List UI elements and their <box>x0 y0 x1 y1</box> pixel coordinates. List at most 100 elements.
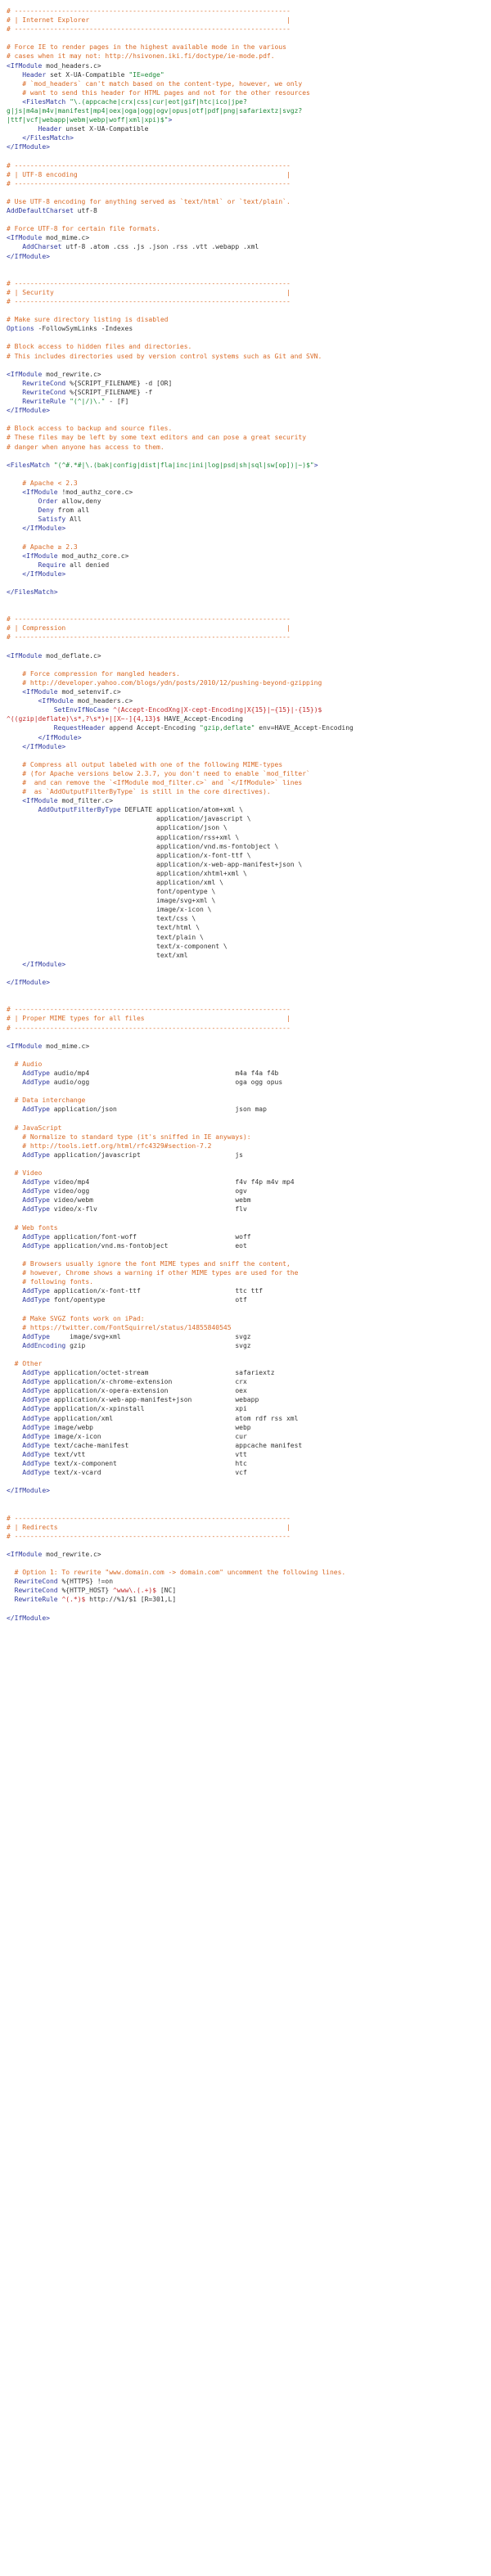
comment-token: # Force compression for mangled headers. <box>7 669 180 678</box>
text-token <box>7 1587 15 1594</box>
code-line: AddType text/x-vcard vcf <box>7 1468 491 1477</box>
text-token: all denied <box>65 561 110 569</box>
tag-token: </IfModule> <box>38 733 82 741</box>
tag-token: <IfModule <box>22 488 58 496</box>
text-token <box>7 743 22 750</box>
code-line <box>7 333 491 342</box>
code-line: # --------------------------------------… <box>7 1532 491 1541</box>
code-line <box>7 1114 491 1123</box>
text-token: - [F] <box>105 398 129 406</box>
code-line: # (for Apache versions below 2.3.7, you … <box>7 769 491 778</box>
code-line <box>7 1033 491 1042</box>
text-token: application/x-font-ttf ttc ttf <box>49 1287 264 1295</box>
text-token <box>7 98 22 106</box>
comment-token: # --------------------------------------… <box>7 298 291 305</box>
code-line <box>7 452 491 461</box>
text-token: text/xml <box>7 951 188 959</box>
text-token: -FollowSymLinks -Indexes <box>34 325 133 333</box>
tag-token: <IfModule <box>22 688 58 696</box>
code-line <box>7 361 491 370</box>
code-line <box>7 1559 491 1568</box>
code-line: application/vnd.ms-fontobject \ <box>7 842 491 851</box>
tag-token: <IfModule <box>22 552 58 560</box>
code-line: image/x-icon \ <box>7 905 491 914</box>
code-line: </IfModule> <box>7 406 491 415</box>
directive-token: AddCharset <box>22 243 62 251</box>
text-token: application/x-web-app-manifest+json weba… <box>49 1396 259 1404</box>
text-token <box>7 398 22 405</box>
text-token <box>7 1396 22 1403</box>
code-line <box>7 987 491 996</box>
code-line <box>7 1051 491 1060</box>
code-line <box>7 415 491 424</box>
directive-token: RewriteCond <box>22 388 66 396</box>
code-line: # Other <box>7 1359 491 1368</box>
directive-token: AddType <box>22 1287 50 1295</box>
text-token: unset X-UA-Compatible <box>61 125 149 133</box>
code-line: # `mod_headers` can't match based on the… <box>7 79 491 88</box>
tag-token: <IfModule <box>7 651 43 660</box>
tag-token: </FilesMatch> <box>22 134 74 142</box>
code-line: AddType video/mp4 f4v f4p m4v mp4 <box>7 1178 491 1187</box>
string-token: "IE=edge" <box>128 70 164 79</box>
text-token: image/svg+xml \ <box>7 897 216 905</box>
code-line: application/xml \ <box>7 878 491 887</box>
code-line: </IfModule> <box>7 733 491 742</box>
directive-token: AddType <box>22 1205 50 1214</box>
regex-token: ^((gzip|deflate)\s*,?\s*)+|[X~-]{4,13}$ <box>7 715 160 723</box>
text-token: text/plain \ <box>7 933 204 941</box>
text-token <box>7 797 22 804</box>
code-line: image/svg+xml \ <box>7 896 491 905</box>
code-line: text/css \ <box>7 914 491 923</box>
string-token: "\.(appcache|crx|css|cur|eot|gif|htc|ico… <box>70 97 247 106</box>
text-token: http://%1/$1 [R=301,L] <box>85 1596 177 1604</box>
text-token <box>7 1451 22 1458</box>
code-line: # --------------------------------------… <box>7 1005 491 1014</box>
text-token <box>7 1415 22 1422</box>
comment-token: # | Compression | <box>7 624 291 633</box>
code-line <box>7 306 491 315</box>
code-line: RewriteCond %{HTTPS} !=on <box>7 1577 491 1586</box>
text-token <box>7 1187 22 1195</box>
code-line <box>7 606 491 615</box>
code-line: # Block access to backup and source file… <box>7 424 491 433</box>
code-line: </IfModule> <box>7 960 491 969</box>
tag-token: </IfModule> <box>22 525 66 533</box>
comment-token: # --------------------------------------… <box>7 1024 291 1032</box>
code-line: # JavaScript <box>7 1124 491 1133</box>
code-line: # --------------------------------------… <box>7 279 491 288</box>
code-line <box>7 996 491 1005</box>
code-line: AddDefaultCharset utf-8 <box>7 206 491 215</box>
comment-token: # however, Chrome shows a warning if oth… <box>7 1269 299 1277</box>
string-token: "(^#.*#|\.(bak|config|dist|fla|inc|ini|l… <box>53 461 314 469</box>
tag-token: <IfModule <box>7 1550 43 1558</box>
directive-token: AddType <box>22 1196 50 1205</box>
code-line: </IfModule> <box>7 1486 491 1495</box>
code-line: AddType application/font-woff woff <box>7 1232 491 1241</box>
code-line: application/x-font-ttf \ <box>7 851 491 860</box>
text-token <box>7 1405 22 1412</box>
code-line: AddType image/svg+xml svgz <box>7 1332 491 1341</box>
directive-token: SetEnvIfNoCase <box>53 706 110 714</box>
code-line: # Make SVGZ fonts work on iPad: <box>7 1314 491 1323</box>
code-line: AddType application/x-xpinstall xpi <box>7 1404 491 1413</box>
text-token <box>7 1433 22 1440</box>
comment-token: # Make SVGZ fonts work on iPad: <box>7 1314 145 1322</box>
string-token: "(^|/)\." <box>70 398 106 406</box>
code-line: # --------------------------------------… <box>7 7 491 16</box>
text-token: utf-8 <box>73 207 97 215</box>
code-line: AddType text/x-component htc <box>7 1459 491 1468</box>
tag-token: </IfModule> <box>7 252 50 260</box>
comment-token: # --------------------------------------… <box>7 279 291 287</box>
text-token: application/x-chrome-extension crx <box>49 1378 247 1386</box>
text-token <box>7 1342 22 1349</box>
code-line: application/javascript \ <box>7 814 491 823</box>
text-token: font/opentype \ <box>7 888 216 896</box>
code-line: AddType application/octet-stream safarie… <box>7 1368 491 1377</box>
directive-token: AddType <box>22 1396 50 1404</box>
code-line: AddCharset utf-8 .atom .css .js .json .r… <box>7 242 491 251</box>
text-token: %{HTTP_HOST} <box>57 1587 114 1595</box>
code-line: AddType audio/mp4 m4a f4a f4b <box>7 1069 491 1078</box>
text-token: application/javascript js <box>49 1151 243 1159</box>
